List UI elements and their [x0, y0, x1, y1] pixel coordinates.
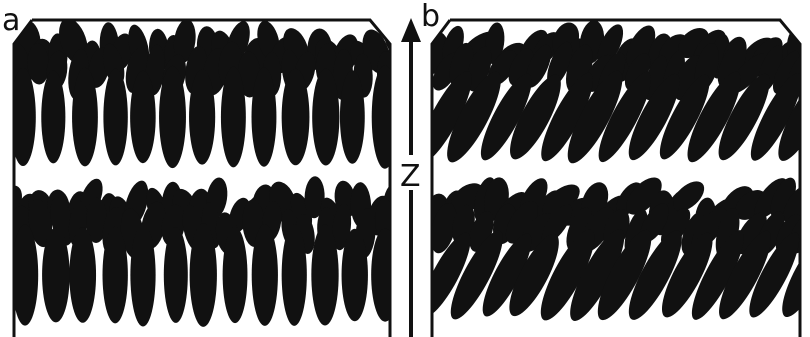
particle [189, 69, 215, 164]
particle [164, 227, 188, 323]
particle [223, 227, 248, 323]
particle [42, 228, 70, 323]
particle [371, 228, 399, 321]
particle [69, 227, 96, 323]
particle [311, 225, 338, 326]
panel-a-particles [0, 14, 413, 326]
particle [312, 69, 339, 166]
particle [252, 67, 277, 167]
particle [72, 68, 98, 167]
particle [103, 227, 128, 324]
particle [10, 68, 36, 166]
particle [103, 69, 127, 166]
particle [282, 69, 310, 166]
particle [159, 66, 186, 168]
particle [130, 71, 156, 163]
panel-b-particles [409, 19, 810, 327]
arrow-head-icon [401, 18, 421, 42]
particle [190, 223, 217, 327]
particle [12, 224, 38, 325]
z-axis-label: Z [400, 159, 421, 194]
particle [221, 67, 246, 168]
particle [340, 70, 365, 164]
particle [342, 229, 368, 322]
panel-a-label: a [2, 3, 20, 38]
particle [41, 71, 65, 164]
particle [130, 223, 155, 326]
particle [282, 224, 307, 326]
particle [252, 224, 278, 326]
particle [372, 65, 398, 169]
panel-b-label: b [421, 0, 440, 34]
